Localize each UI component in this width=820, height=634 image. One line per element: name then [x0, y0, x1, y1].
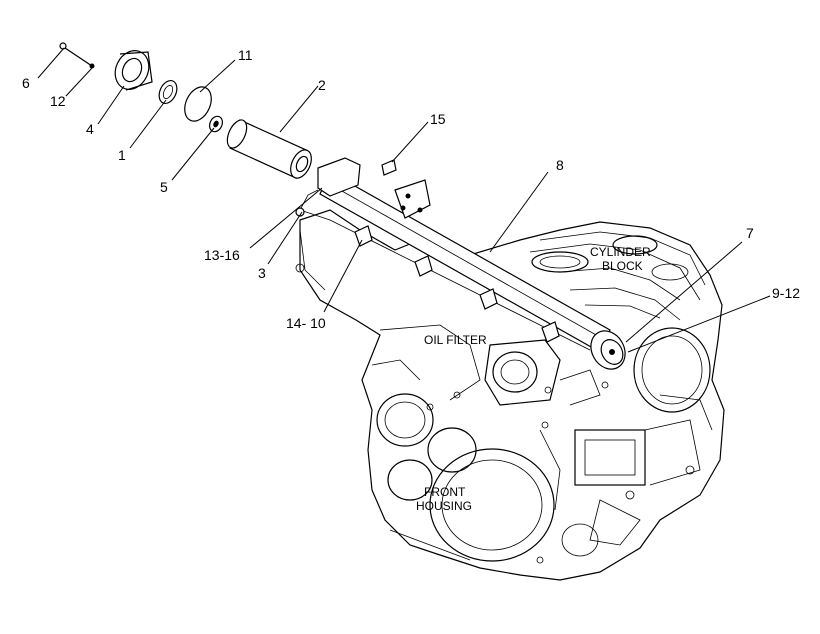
o-ring-icon — [184, 86, 212, 122]
filter-element-icon — [226, 119, 312, 179]
washer-icon — [89, 63, 95, 69]
callout-9-12: 9-12 — [772, 285, 800, 301]
bolt-icon — [59, 42, 93, 67]
tube-assembly-icon — [295, 157, 626, 370]
callout-3: 3 — [258, 265, 266, 281]
callout-5: 5 — [160, 179, 168, 195]
callout-6: 6 — [22, 75, 30, 91]
label-block: BLOCK — [602, 259, 643, 273]
leader-lines — [37, 47, 771, 353]
callout-8: 8 — [556, 157, 564, 173]
label-oil-filter: OIL FILTER — [424, 333, 487, 347]
gasket-icon — [158, 80, 178, 104]
label-housing: HOUSING — [416, 499, 472, 513]
callout-12: 12 — [50, 93, 66, 109]
callout-11: 11 — [238, 47, 253, 63]
callout-15: 15 — [430, 111, 446, 127]
seal-ring-icon — [114, 50, 153, 91]
callout-4: 4 — [86, 121, 94, 137]
washer-small-icon — [208, 115, 224, 133]
engine-block-icon — [295, 209, 725, 581]
callout-13-16: 13-16 — [204, 247, 240, 263]
callout-2: 2 — [318, 77, 326, 93]
callout-14-10: 14- 10 — [286, 315, 326, 331]
label-front: FRONT — [424, 485, 466, 499]
callout-1: 1 — [118, 147, 126, 163]
callout-7: 7 — [746, 225, 754, 241]
label-cylinder: CYLINDER — [590, 245, 651, 259]
